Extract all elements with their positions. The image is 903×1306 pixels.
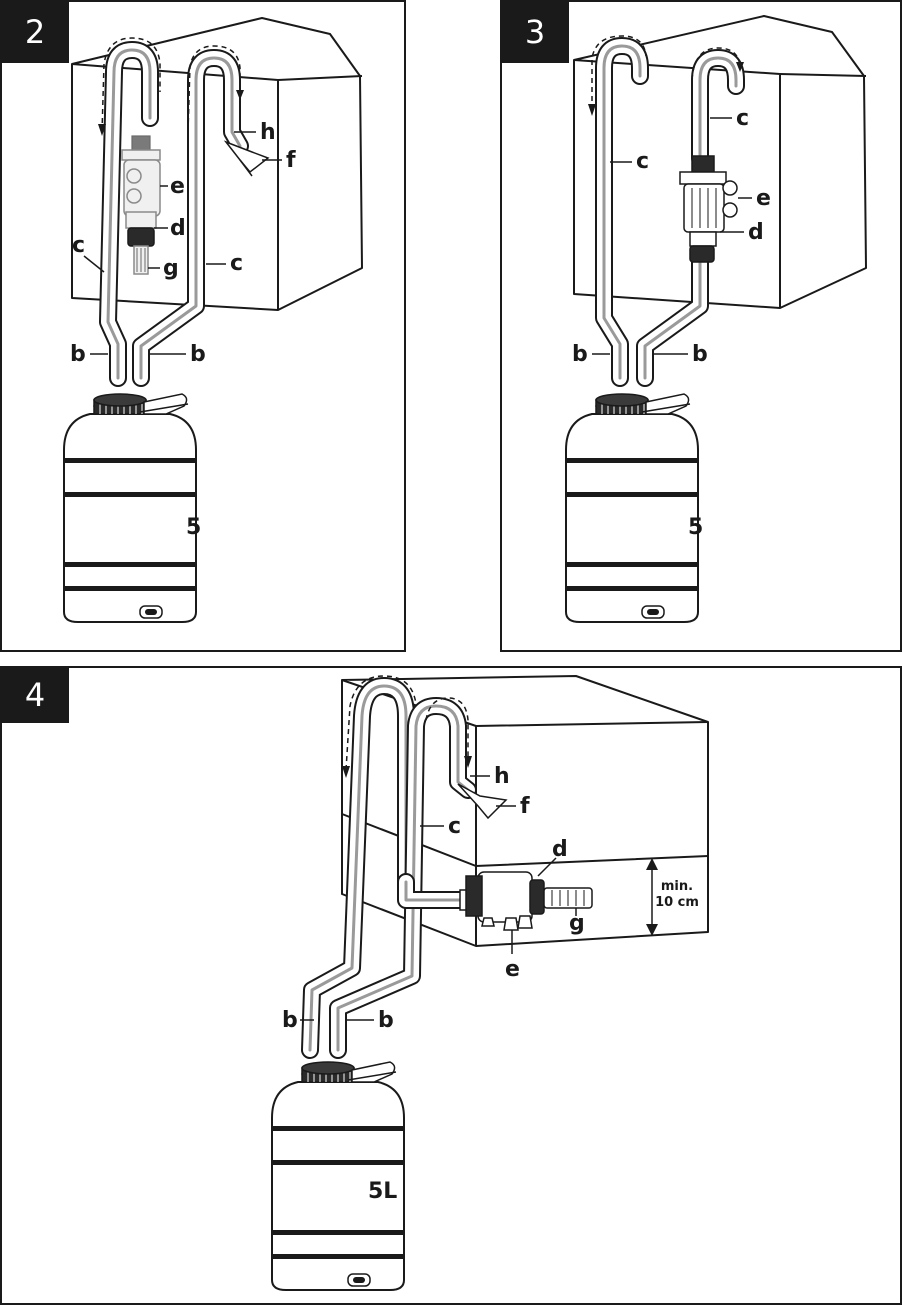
label-b-right: b xyxy=(692,342,708,367)
intake-strainer-g xyxy=(543,887,593,909)
panel-4-number: 4 xyxy=(25,676,45,714)
panel-4: min. 10 cm 5L h f c d g e b b 4 xyxy=(0,666,902,1305)
flow-arrows xyxy=(342,675,472,778)
panel-4-border xyxy=(0,666,902,1305)
panel-4-labels: h f c d g e b b xyxy=(282,764,585,1033)
min-value: 10 cm xyxy=(655,895,699,910)
panel-3-labels: c c e d b b xyxy=(572,106,771,367)
jug-5-text: 5 xyxy=(186,515,201,540)
tube-right xyxy=(329,697,477,1059)
label-d: d xyxy=(170,216,186,241)
label-b-left: b xyxy=(282,1008,298,1033)
label-b-right: b xyxy=(378,1008,394,1033)
panel-2-number: 2 xyxy=(25,13,45,51)
intake-strainer-g xyxy=(133,245,149,275)
panel-2: 5 h f e d g c c b b 2 xyxy=(0,0,406,652)
label-c-left: c xyxy=(72,233,85,258)
jug-5l-text: 5L xyxy=(368,1179,397,1204)
label-e: e xyxy=(505,957,520,982)
panel-3: 5 c c e d b b 3 xyxy=(500,0,902,652)
panel-3-number: 3 xyxy=(525,13,545,51)
suction-cup-d xyxy=(689,245,715,263)
label-g: g xyxy=(163,256,179,281)
label-h: h xyxy=(494,764,510,789)
panel-2-labels: h f e d g c c b b xyxy=(70,120,296,367)
panel-2-tag xyxy=(1,1,69,63)
label-f: f xyxy=(286,148,296,173)
tube-to-filter xyxy=(397,873,471,909)
min-depth-indicator: min. 10 cm xyxy=(646,858,699,936)
label-c-right: c xyxy=(736,106,749,131)
label-d: d xyxy=(748,220,764,245)
suction-cup-d xyxy=(127,227,155,247)
min-label: min. xyxy=(661,879,693,894)
outlet-spout-f xyxy=(223,140,270,177)
aquarium xyxy=(341,675,709,947)
tube-left xyxy=(99,41,159,387)
flow-arrows xyxy=(588,35,744,116)
panel-3-border xyxy=(500,0,902,652)
tube-right xyxy=(636,49,745,387)
label-c: c xyxy=(448,814,461,839)
filter-e xyxy=(679,155,738,247)
label-e: e xyxy=(756,186,771,211)
filter-e xyxy=(459,871,533,931)
panel-2-border xyxy=(0,0,406,652)
filter-e xyxy=(121,135,161,229)
label-f: f xyxy=(520,794,530,819)
label-e: e xyxy=(170,174,185,199)
jug-panel-3: 5 xyxy=(565,393,703,623)
water-line xyxy=(341,813,709,868)
tube-right xyxy=(132,49,249,387)
jug-5-text: 5 xyxy=(688,515,703,540)
tube-left xyxy=(301,677,415,1059)
label-b-right: b xyxy=(190,342,206,367)
label-d: d xyxy=(552,837,568,862)
outlet-spout-f xyxy=(457,783,508,820)
jug-panel-2: 5 xyxy=(63,393,201,623)
suction-cup-d xyxy=(529,879,545,915)
panel-4-tag xyxy=(1,667,69,723)
jug-panel-4: 5L xyxy=(271,1061,405,1291)
label-c-right: c xyxy=(230,251,243,276)
panel-3-tag xyxy=(501,1,569,63)
label-c-left: c xyxy=(636,149,649,174)
flow-arrows xyxy=(98,37,244,136)
tube-left xyxy=(595,37,649,387)
label-b-left: b xyxy=(572,342,588,367)
label-h: h xyxy=(260,120,276,145)
label-b-left: b xyxy=(70,342,86,367)
label-g: g xyxy=(569,911,585,936)
